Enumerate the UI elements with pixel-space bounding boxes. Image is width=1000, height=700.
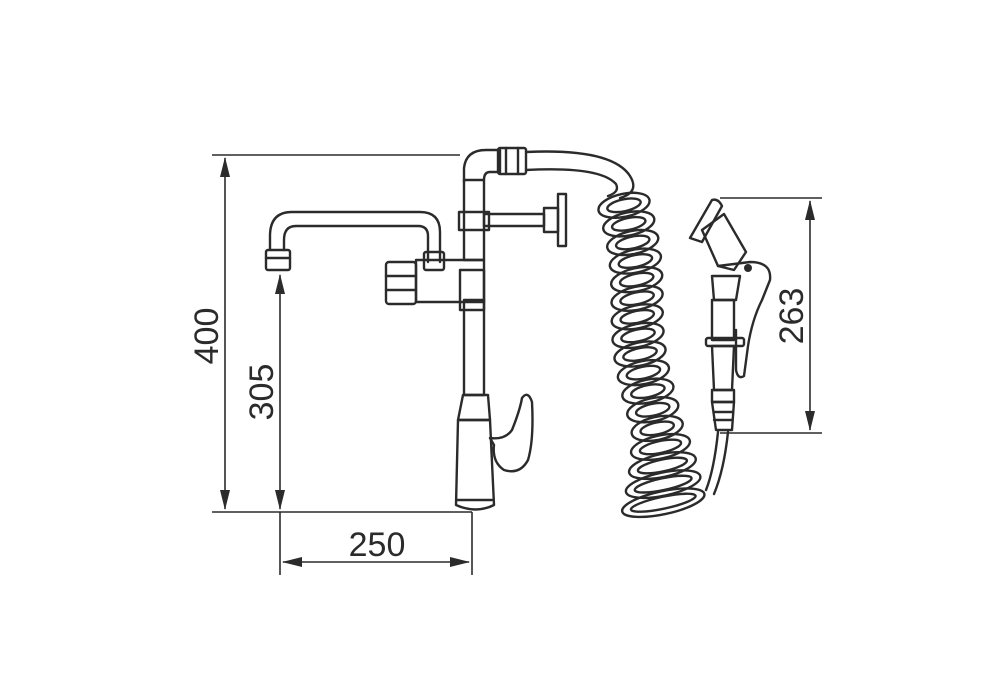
hand-sprayer bbox=[688, 198, 772, 496]
coil-loop-outer bbox=[605, 228, 660, 257]
coil-loop-inner bbox=[634, 401, 671, 418]
coil-loop-outer bbox=[630, 414, 684, 443]
faucet-spout bbox=[264, 210, 446, 272]
coil-loop-outer bbox=[597, 191, 651, 219]
coil-loop-inner bbox=[633, 474, 693, 494]
dimension-total-height: 400 bbox=[188, 157, 230, 510]
coil-loop-inner bbox=[606, 197, 642, 214]
faucet-body bbox=[384, 148, 534, 511]
coil-loop-inner bbox=[622, 345, 658, 363]
coil-loop-inner bbox=[610, 215, 647, 232]
dimension-label-total-height: 400 bbox=[188, 308, 226, 365]
aerator bbox=[264, 248, 292, 272]
coil-loop-inner bbox=[630, 383, 666, 400]
coiled-hose bbox=[597, 191, 706, 519]
dimension-spout-height: 305 bbox=[243, 274, 285, 510]
dimension-sprayer-length: 263 bbox=[773, 200, 815, 431]
coil-loop-inner bbox=[629, 492, 697, 513]
sprayer-button-dot bbox=[744, 264, 752, 272]
coil-loop-inner bbox=[639, 420, 676, 437]
lever-handle bbox=[488, 393, 534, 473]
coil-loop-inner bbox=[614, 234, 651, 251]
coil-loop-outer bbox=[602, 210, 656, 238]
coil-loop-outer bbox=[616, 358, 671, 387]
coil-loop-outer bbox=[621, 377, 675, 405]
side-valve bbox=[482, 192, 568, 248]
dimension-label-sprayer-length: 263 bbox=[773, 288, 811, 345]
dimension-label-spout-reach: 250 bbox=[349, 526, 406, 564]
coil-loop-outer bbox=[611, 321, 665, 350]
hose-top bbox=[496, 146, 635, 200]
extension-lines bbox=[212, 154, 822, 575]
coil-loop-outer bbox=[626, 396, 680, 424]
coil-loop-outer bbox=[613, 340, 667, 368]
spray-head bbox=[688, 198, 724, 244]
dimension-label-spout-height: 305 bbox=[243, 364, 281, 421]
coil-loop-outer bbox=[620, 487, 706, 519]
dimension-spout-reach: 250 bbox=[282, 526, 470, 567]
coil-loop-inner bbox=[625, 364, 662, 381]
